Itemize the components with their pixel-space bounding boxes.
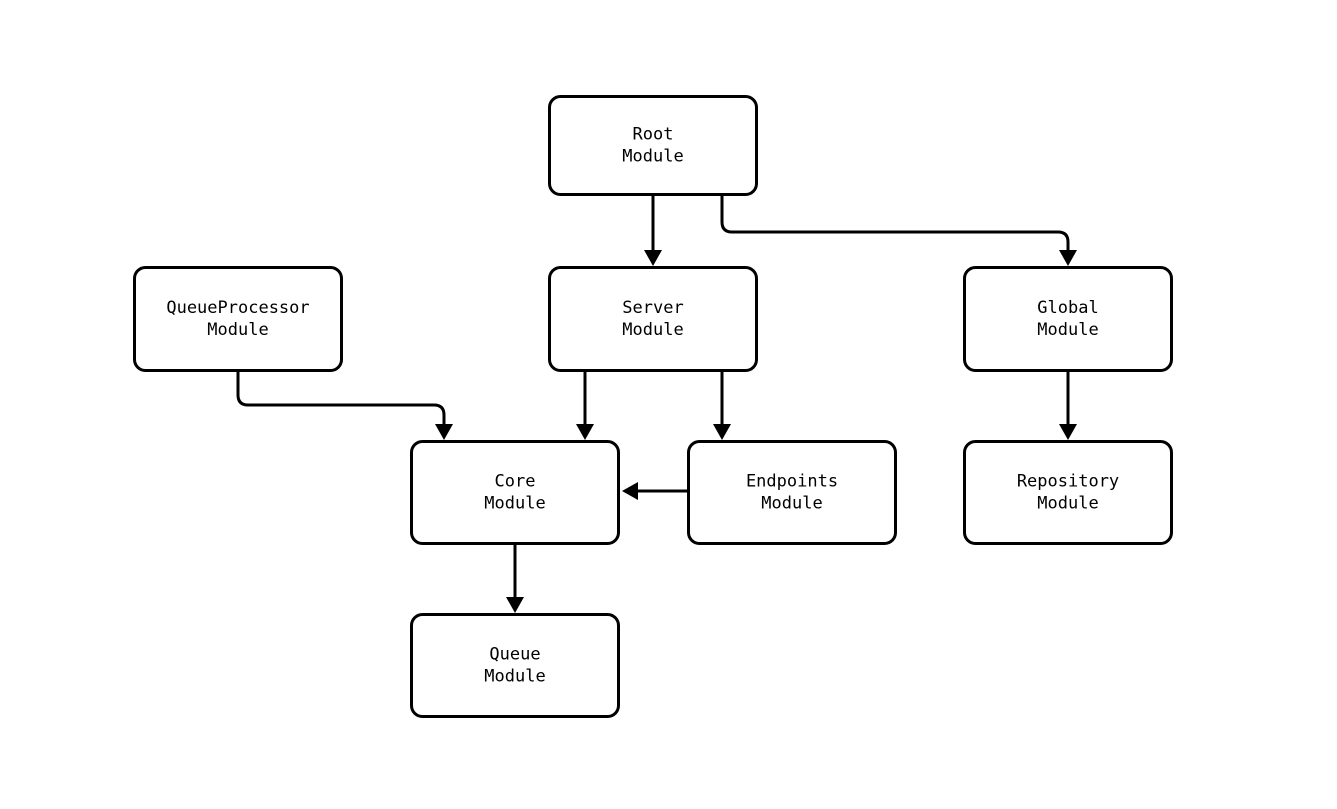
node-label-line2: Module [622,147,683,167]
edge-server-to-endpoints [713,372,731,440]
edge-server-to-core [576,372,594,440]
edge-line [720,196,1070,250]
node-box[interactable] [963,266,1173,372]
nodes-layer: RootModuleQueueProcessorModuleServerModu… [133,95,1173,718]
node-box[interactable] [548,266,758,372]
node-label-line1: Global [1037,298,1098,318]
node-box[interactable] [548,95,758,196]
arrowhead-icon [713,424,731,440]
node-box[interactable] [410,440,620,545]
arrowhead-icon [622,482,638,500]
node-label-line1: Repository [1017,472,1119,492]
node-label-line1: Root [633,125,674,145]
arrowhead-icon [435,424,453,440]
node-label-line2: Module [484,667,545,687]
node-label-line1: Server [622,298,683,318]
node-label-line1: QueueProcessor [166,298,309,318]
arrowhead-icon [506,597,524,613]
node-label-line2: Module [207,320,268,340]
edges-layer [236,196,1077,613]
node-box[interactable] [410,613,620,718]
node-label-line2: Module [761,494,822,514]
edge-root-to-server [644,196,662,266]
arrowhead-icon [576,424,594,440]
node-label-line2: Module [484,494,545,514]
node-label-line1: Queue [489,645,540,665]
edge-line [236,372,446,424]
node-label-line2: Module [1037,494,1098,514]
edge-root-to-global [720,196,1077,266]
node-label-line1: Endpoints [746,472,838,492]
arrowhead-icon [644,250,662,266]
edge-endpoints-to-core [622,482,687,500]
edge-queueprocessor-to-core [236,372,453,440]
node-label-line1: Core [495,472,536,492]
edge-core-to-queue [506,545,524,613]
node-label-line2: Module [1037,320,1098,340]
node-box[interactable] [133,266,343,372]
node-box[interactable] [963,440,1173,545]
edge-global-to-repository [1059,372,1077,440]
arrowhead-icon [1059,250,1077,266]
arrowhead-icon [1059,424,1077,440]
node-box[interactable] [687,440,897,545]
node-label-line2: Module [622,320,683,340]
